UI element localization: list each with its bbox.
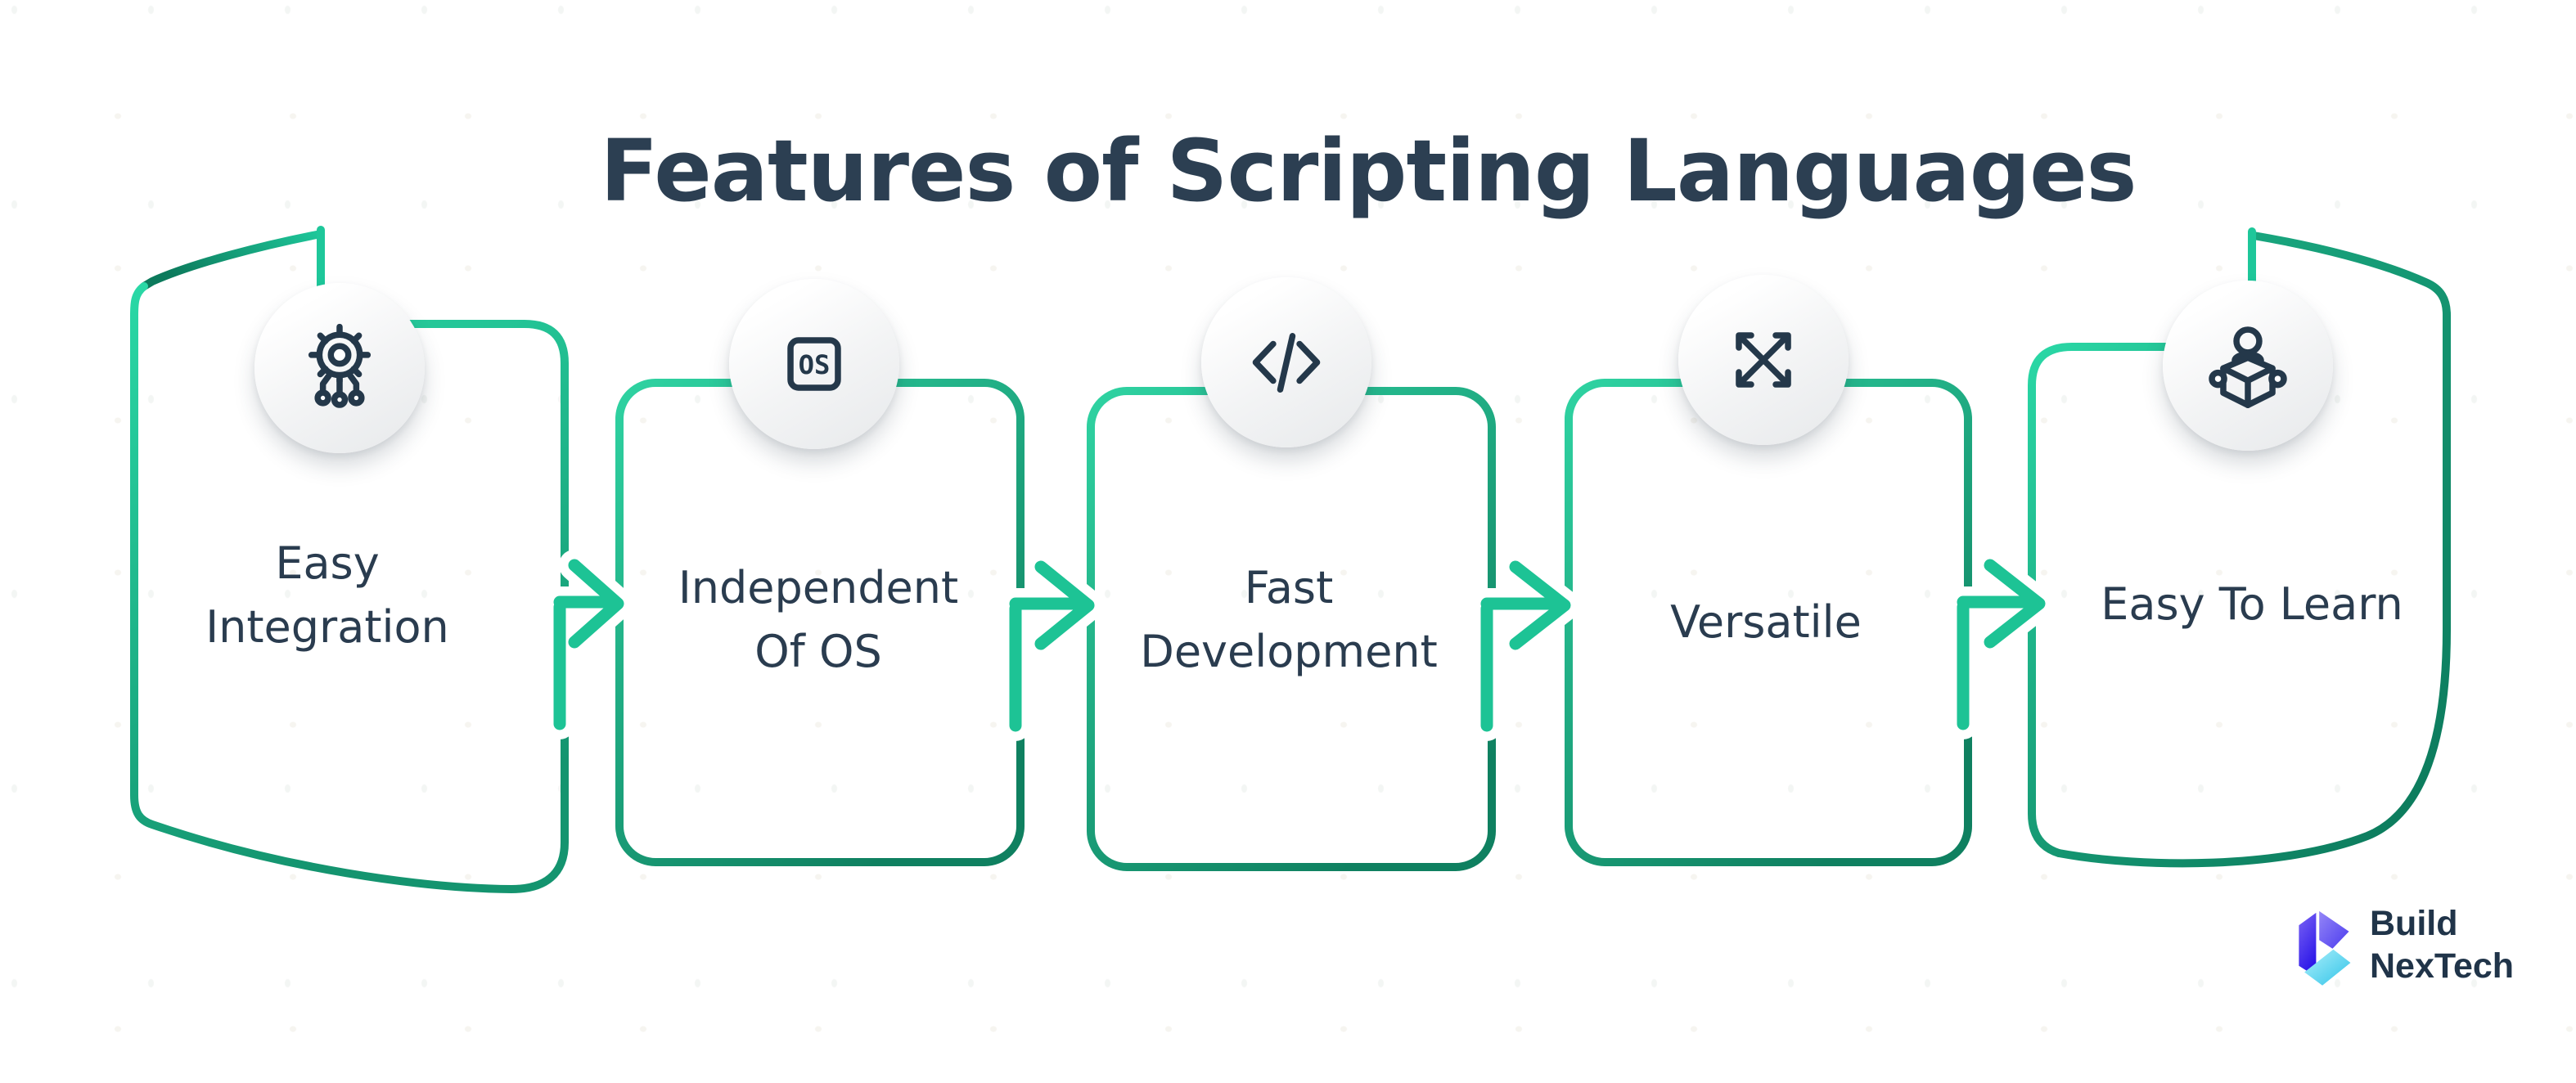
expand-arrows-icon: [1736, 332, 1791, 388]
brand-logo: Build NexTech: [2288, 901, 2514, 988]
arrow-1-icon: [553, 559, 624, 730]
feature-3-label: Fast Development: [1140, 562, 1438, 678]
flow-arrows: [553, 559, 2046, 732]
os-badge-text: OS: [799, 349, 831, 380]
code-icon: [1252, 333, 1321, 393]
brand-line-1: Build: [2370, 903, 2458, 943]
feature-2-icon-circle: OS: [729, 279, 899, 449]
os-badge-icon: OS: [787, 337, 841, 391]
arrow-3-icon: [1480, 560, 1571, 732]
buildnextech-logo-mark-icon: [2299, 910, 2351, 986]
feature-4-icon-circle: [1678, 275, 1849, 445]
arrow-2-icon: [1009, 560, 1095, 732]
feature-3-icon-circle: [1201, 277, 1371, 447]
page-title: Features of Scripting Languages: [600, 121, 2137, 221]
arrow-4-icon: [1957, 559, 2046, 730]
feature-1-icon-circle: [254, 283, 425, 453]
brand-line-2: NexTech: [2370, 946, 2515, 986]
gear-network-icon: [308, 323, 372, 408]
feature-4-label: Versatile: [1670, 596, 1862, 648]
feature-5-label: Easy To Learn: [2101, 578, 2403, 630]
feature-2-label: Independent Of OS: [678, 562, 959, 678]
brand-name: Build NexTech: [2370, 902, 2514, 988]
feature-1-label: Easy Integration: [205, 537, 449, 654]
person-reading-icon: [2209, 326, 2287, 409]
feature-5-icon-circle: [2163, 281, 2333, 451]
